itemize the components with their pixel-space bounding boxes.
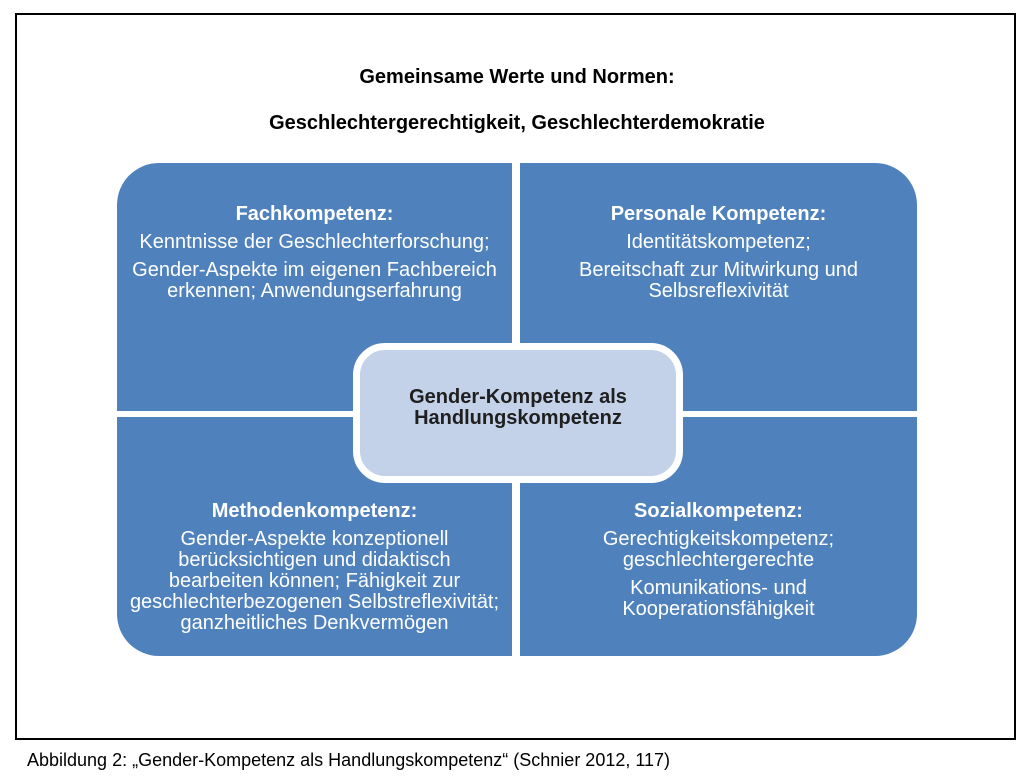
figure-title-line1: Gemeinsame Werte und Normen: — [359, 66, 675, 88]
quadrant-diagram: Fachkompetenz: Kenntnisse der Geschlecht… — [117, 163, 917, 656]
quadrant-heading-methodenkompetenz: Methodenkompetenz: — [211, 500, 418, 522]
quadrant-paragraph: Kenntnisse der Geschlechterforschung; — [139, 231, 490, 253]
quadrant-paragraph: Bereitschaft zur Mitwirkung und Selbsref… — [578, 259, 858, 302]
quadrant-fachkompetenz: Fachkompetenz: Kenntnisse der Geschlecht… — [117, 163, 512, 411]
quadrant-paragraph: Gerechtigkeitskompetenz; geschlechterger… — [602, 528, 835, 571]
quadrant-paragraph: Identitätskompetenz; — [626, 231, 811, 253]
quadrant-paragraph: Komunikations- und Kooperationsfähigkeit — [622, 577, 815, 620]
center-box: Gender-Kompetenz als Handlungskompetenz — [353, 343, 683, 483]
quadrant-methodenkompetenz: Methodenkompetenz: Gender-Aspekte konzep… — [117, 417, 512, 656]
figure-caption: Abbildung 2: „Gender-Kompetenz als Handl… — [27, 750, 671, 770]
quadrant-paragraph: Gender-Aspekte im eigenen Fachbereich er… — [132, 259, 497, 302]
quadrant-heading-fachkompetenz: Fachkompetenz: — [235, 203, 394, 225]
figure-title-line2: Geschlechtergerechtigkeit, Geschlechterd… — [269, 112, 765, 134]
figure-title: Gemeinsame Werte und Normen: Geschlechte… — [0, 66, 1034, 134]
center-box-label: Gender-Kompetenz als Handlungskompetenz — [409, 386, 627, 429]
quadrant-paragraph: Gender-Aspekte konzeptionell berücksicht… — [129, 528, 500, 634]
quadrant-heading-sozialkompetenz: Sozialkompetenz: — [634, 500, 803, 522]
quadrant-heading-personale-kompetenz: Personale Kompetenz: — [610, 203, 827, 225]
